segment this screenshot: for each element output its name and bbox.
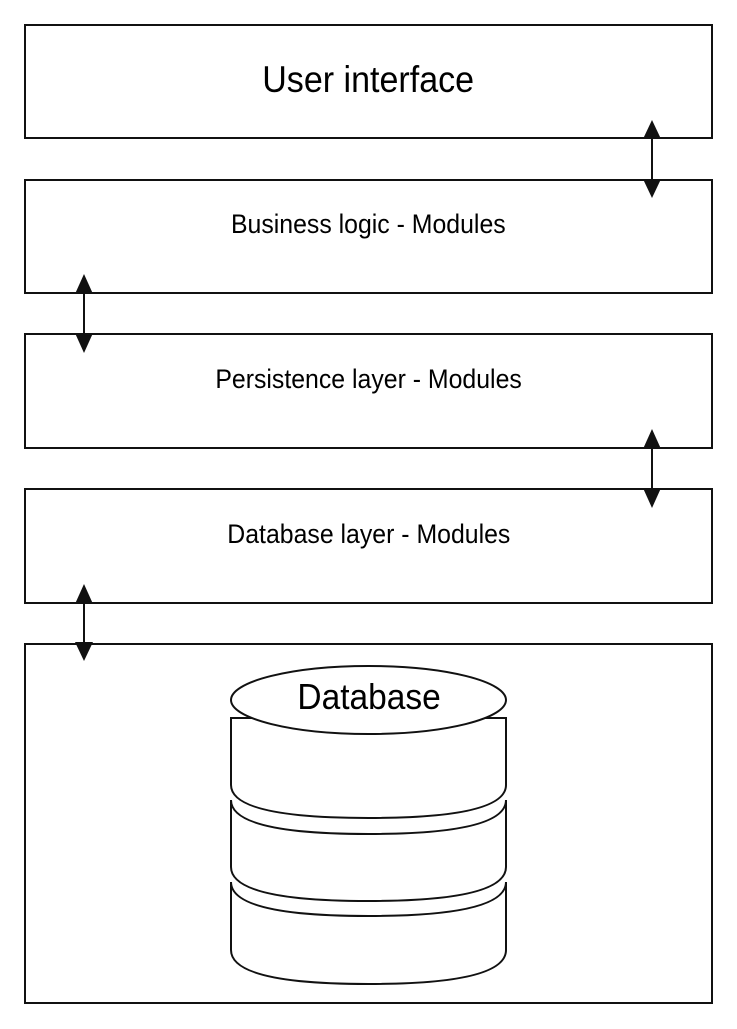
layer-box-business-logic: Business logic - Modules	[24, 179, 713, 294]
layer-label-persistence-layer: Persistence layer - Modules	[215, 363, 522, 394]
layer-box-user-interface: User interface	[24, 24, 713, 139]
layer-label-database-layer: Database layer - Modules	[226, 518, 511, 549]
layer-label-business-logic: Business logic - Modules	[231, 209, 506, 239]
database-label: Database	[231, 676, 507, 718]
layer-box-persistence-layer: Persistence layer - Modules	[24, 333, 713, 449]
layer-box-database-layer: Database layer - Modules	[24, 488, 713, 604]
database-label-text: Database	[297, 676, 441, 717]
layer-label-user-interface: User interface	[262, 58, 475, 100]
